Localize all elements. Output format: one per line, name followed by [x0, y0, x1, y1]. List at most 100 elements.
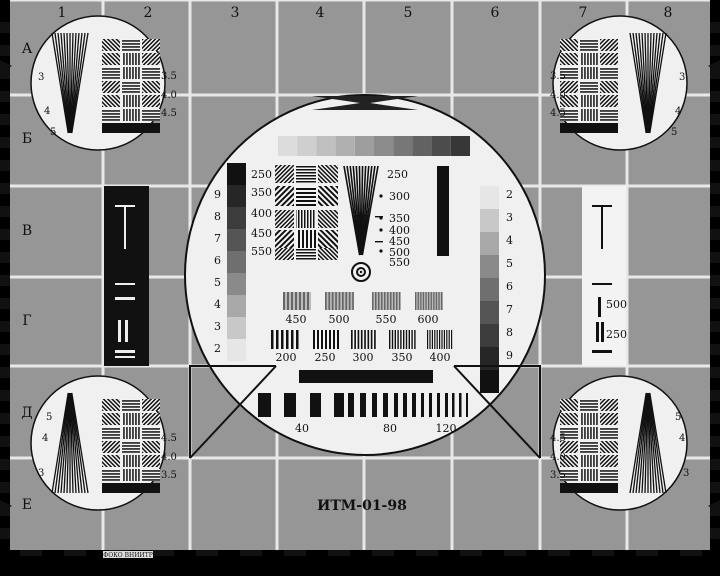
- hatch-line: [600, 399, 618, 411]
- hatch-line: [560, 413, 578, 425]
- freq-bar: [452, 393, 455, 417]
- burst-line: [435, 292, 438, 310]
- center-target: [351, 262, 371, 282]
- hatch-line: [142, 95, 160, 107]
- hatch-line: [580, 43, 598, 45]
- edge-triangle: [708, 60, 720, 72]
- hatch-line: [102, 53, 120, 65]
- hatch-line: [560, 413, 578, 425]
- wedge-line: [70, 392, 80, 494]
- hatch-line: [102, 81, 120, 93]
- hatch-line: [102, 428, 120, 430]
- hatch-line: [560, 455, 578, 467]
- hatch-line: [296, 188, 316, 190]
- freq-bar: [348, 393, 354, 417]
- grating-cell: [142, 67, 160, 79]
- burst-line: [345, 292, 348, 310]
- hatch-line: [298, 230, 300, 248]
- wedge-line: [69, 392, 77, 494]
- hatch-line: [122, 442, 140, 444]
- grey-label: 4: [506, 234, 513, 247]
- wedge-line: [647, 392, 655, 494]
- burst-line: [443, 330, 445, 349]
- hatch-line: [296, 252, 316, 254]
- hatch-line: [138, 413, 140, 425]
- hatch-line: [560, 455, 578, 467]
- hatch-line: [129, 455, 131, 467]
- burst-line: [348, 292, 351, 310]
- hatch-bg: [600, 67, 618, 79]
- burst-line: [291, 330, 294, 349]
- hatch-line: [132, 67, 134, 79]
- hatch-line: [318, 248, 338, 260]
- burst-line: [333, 330, 335, 349]
- hatch-line: [102, 441, 120, 453]
- hatch-line: [560, 399, 578, 411]
- hatch-line: [142, 441, 160, 453]
- grey-scale-right: [480, 186, 499, 393]
- grating-cell: [275, 210, 294, 228]
- grating-cell: [296, 210, 316, 228]
- wedge-line: [635, 32, 648, 134]
- wedge-line: [648, 392, 661, 494]
- hatch-line: [600, 399, 618, 411]
- hatch-line: [580, 82, 598, 84]
- grating-cell: [102, 95, 120, 107]
- wedge-line: [361, 165, 379, 256]
- hatch-line: [102, 119, 120, 121]
- edge-mark-left: [0, 505, 10, 516]
- freq-bar: [310, 393, 321, 417]
- hatch-line: [122, 406, 140, 408]
- burst-line: [414, 330, 416, 349]
- hatch-line: [102, 116, 120, 118]
- wedge-line: [66, 32, 71, 134]
- grating-cell: [296, 248, 316, 260]
- hatch-line: [102, 455, 120, 467]
- hatch-line: [560, 441, 578, 453]
- hatch-line: [318, 165, 338, 183]
- edge-mark-bottom: [284, 550, 306, 556]
- hatch-line: [275, 230, 294, 248]
- hatch-line: [122, 46, 140, 48]
- grating-cell: [600, 95, 618, 107]
- hatch-line: [580, 403, 598, 405]
- hatch-line: [142, 476, 160, 478]
- burst-line: [420, 292, 422, 310]
- hatch-line: [600, 39, 618, 51]
- grating-cell: [560, 441, 578, 453]
- grating-cell: [122, 441, 140, 453]
- grey-step: [480, 370, 499, 393]
- res-label: 400: [389, 224, 410, 237]
- hatch-line: [600, 81, 618, 93]
- grey-step: [480, 186, 499, 209]
- center-resolution-gratings: [275, 165, 338, 260]
- hatch-line: [560, 81, 578, 93]
- hatch-line: [142, 81, 160, 93]
- hatch-line: [318, 248, 338, 260]
- grey-step: [227, 295, 246, 317]
- hatch-line: [600, 95, 618, 107]
- res-label: 550: [251, 245, 272, 258]
- hatch-line: [318, 186, 338, 206]
- burst-line: [338, 292, 341, 310]
- hatch-line: [560, 441, 578, 453]
- wedge-number: 5: [675, 412, 681, 423]
- hatch-line: [560, 53, 578, 65]
- grey-step: [297, 136, 317, 156]
- hatch-line: [560, 116, 578, 118]
- burst-line: [425, 292, 427, 310]
- hatch-line: [142, 95, 160, 107]
- hatch-line: [600, 81, 618, 93]
- corner-labels-top-left: 3 4 5 3.5 4.0 4.5: [38, 71, 177, 138]
- hatch-line: [590, 469, 592, 481]
- right-bar-label: 500: [606, 298, 627, 311]
- edge-mark-right: [710, 206, 720, 217]
- burst-line: [276, 330, 279, 349]
- hatch-bg: [580, 441, 598, 453]
- corner-circle-bottom-right: [552, 375, 688, 511]
- hatch-line: [142, 479, 160, 481]
- hatch-line: [318, 165, 338, 183]
- wedge-line: [70, 392, 86, 494]
- hatch-line: [275, 210, 294, 228]
